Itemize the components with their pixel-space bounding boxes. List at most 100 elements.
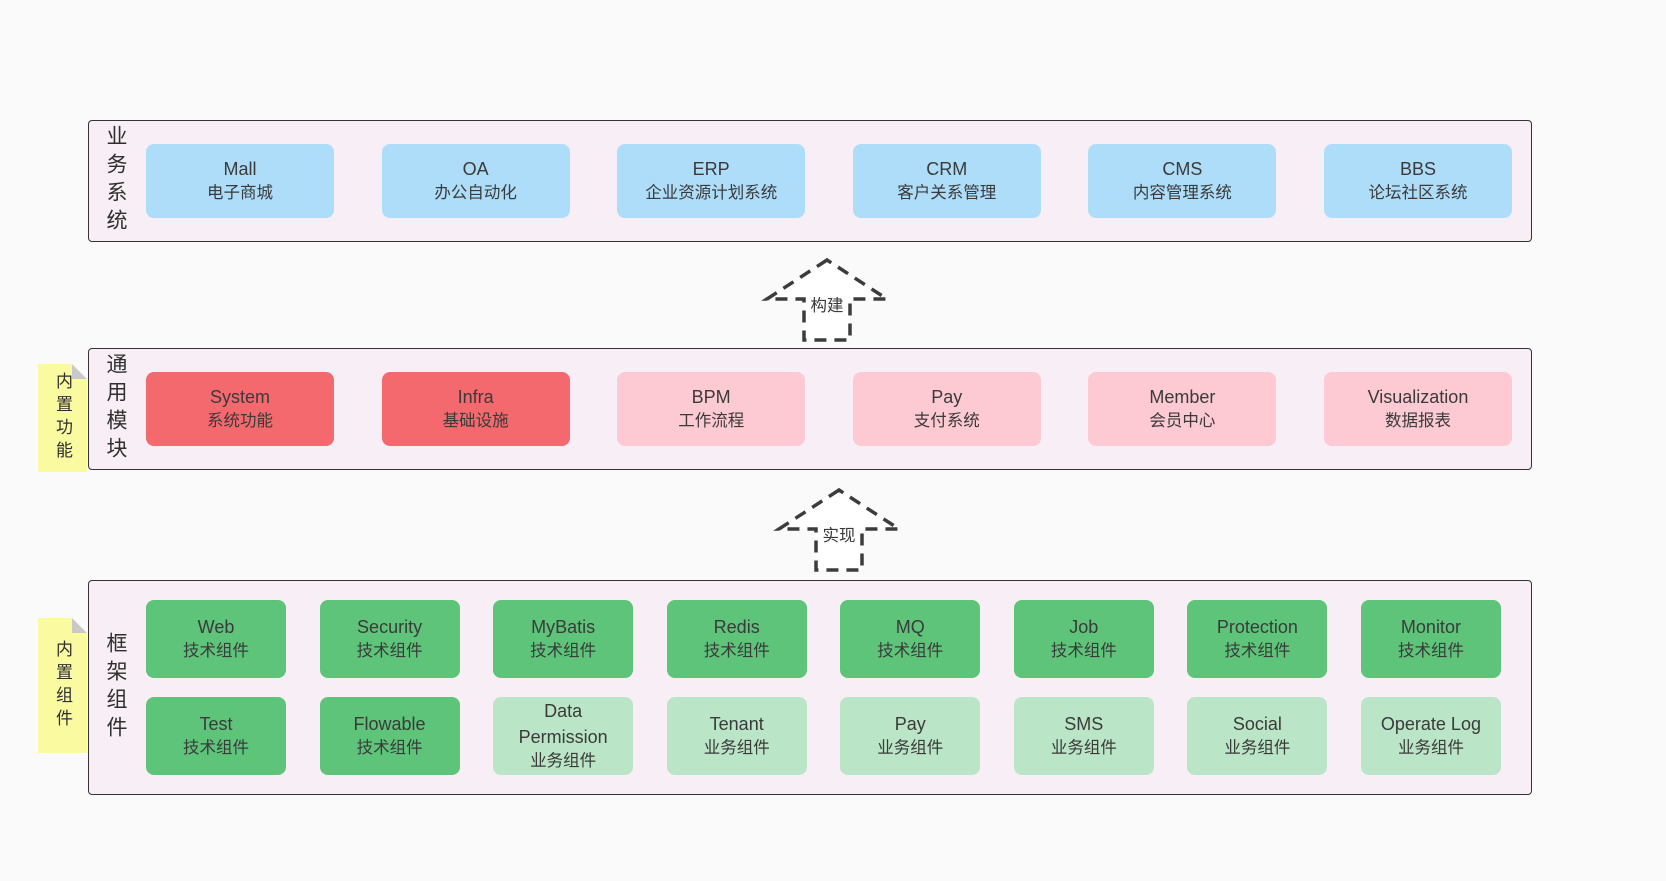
- box-subtitle: 论坛社区系统: [1368, 184, 1468, 203]
- box-subtitle: 电子商城: [207, 184, 273, 203]
- box-subtitle: 业务组件: [877, 739, 944, 758]
- box-subtitle: 工作流程: [678, 412, 745, 431]
- note-fold-corner: [72, 618, 87, 633]
- box-title: Visualization: [1367, 386, 1469, 407]
- box-subtitle: 技术组件: [1050, 642, 1117, 661]
- box-title: BPM: [691, 386, 731, 407]
- box-title: SMS: [1064, 713, 1104, 734]
- box-tenant: Tenant 业务组件: [666, 697, 807, 775]
- box-subtitle: 内容管理系统: [1132, 184, 1232, 203]
- box-subtitle: 技术组件: [530, 642, 597, 661]
- arrow-label: 构建: [807, 292, 847, 316]
- box-title: Member: [1149, 386, 1216, 407]
- dashed-up-arrow-implement: 实现: [770, 486, 908, 574]
- box-subtitle: 业务组件: [703, 739, 770, 758]
- box-title: Pay: [894, 713, 926, 734]
- box-subtitle: 技术组件: [1224, 642, 1291, 661]
- box-subtitle: 客户关系管理: [897, 184, 997, 203]
- components-row-2: Test 技术组件 Flowable 技术组件 Data Permission …: [146, 697, 1501, 775]
- box-sms: SMS 业务组件: [1013, 697, 1154, 775]
- box-crm: CRM 客户关系管理: [852, 144, 1041, 218]
- box-title: Web: [197, 616, 235, 637]
- box-mq: MQ 技术组件: [840, 600, 981, 678]
- box-title: ERP: [692, 158, 730, 179]
- business-boxes-row: Mall 电子商城 OA 办公自动化 ERP 企业资源计划系统 CRM 客户关系…: [141, 121, 1531, 241]
- box-visualization: Visualization 数据报表: [1323, 372, 1512, 446]
- section-label-components: 框架组件: [104, 631, 127, 744]
- section-framework-components: 框架组件 Web 技术组件 Security 技术组件 MyBatis 技术组件…: [88, 580, 1532, 795]
- section-business-systems: 业务系统 Mall 电子商城 OA 办公自动化 ERP 企业资源计划系统 CRM…: [88, 120, 1532, 242]
- arrow-label: 实现: [819, 522, 859, 546]
- box-title: Test: [199, 713, 233, 734]
- box-title: System: [209, 386, 270, 407]
- box-mall: Mall 电子商城: [146, 144, 334, 218]
- box-infra: Infra 基础设施: [381, 372, 570, 446]
- box-subtitle: 技术组件: [877, 642, 944, 661]
- box-subtitle: 技术组件: [356, 739, 423, 758]
- box-title: Social: [1232, 713, 1282, 734]
- box-title: Flowable: [353, 713, 426, 734]
- box-oa: OA 办公自动化: [381, 144, 570, 218]
- box-title: Pay: [931, 386, 963, 407]
- box-title: CRM: [926, 158, 968, 179]
- components-boxes-grid: Web 技术组件 Security 技术组件 MyBatis 技术组件 Redi…: [141, 581, 1531, 794]
- box-data-permission: Data Permission 业务组件: [493, 697, 634, 775]
- box-subtitle: 数据报表: [1384, 412, 1451, 431]
- box-erp: ERP 企业资源计划系统: [617, 144, 806, 218]
- box-member: Member 会员中心: [1088, 372, 1277, 446]
- box-title: Operate Log: [1380, 713, 1481, 734]
- box-operate-log: Operate Log 业务组件: [1360, 697, 1501, 775]
- box-title: Data Permission: [518, 700, 608, 748]
- box-subtitle: 业务组件: [1050, 739, 1117, 758]
- box-subtitle: 技术组件: [183, 642, 249, 661]
- box-job: Job 技术组件: [1013, 600, 1154, 678]
- dashed-up-arrow-build: 构建: [758, 256, 896, 344]
- box-subtitle: 技术组件: [1397, 642, 1464, 661]
- box-title: MyBatis: [531, 616, 596, 637]
- box-bbs: BBS 论坛社区系统: [1323, 144, 1512, 218]
- box-title: Redis: [713, 616, 760, 637]
- section-common-modules: 通用模块 System 系统功能 Infra 基础设施 BPM 工作流程 Pay…: [88, 348, 1532, 470]
- section-label-business: 业务系统: [104, 125, 127, 237]
- box-title: OA: [462, 158, 489, 179]
- box-subtitle: 业务组件: [1397, 739, 1464, 758]
- box-title: Monitor: [1400, 616, 1461, 637]
- sticky-note-builtin-features: 内置功能: [38, 364, 87, 472]
- note-text: 内置组件: [53, 639, 72, 732]
- box-subtitle: 基础设施: [442, 412, 509, 431]
- box-subtitle: 业务组件: [1224, 739, 1291, 758]
- box-subtitle: 办公自动化: [434, 184, 517, 203]
- box-title: Mall: [223, 158, 257, 179]
- box-title: CMS: [1162, 158, 1203, 179]
- box-pay-system: Pay 支付系统: [852, 372, 1041, 446]
- note-text: 内置功能: [53, 372, 72, 464]
- box-cms: CMS 内容管理系统: [1088, 144, 1277, 218]
- box-subtitle: 系统功能: [207, 412, 273, 431]
- box-subtitle: 会员中心: [1149, 412, 1216, 431]
- box-protection: Protection 技术组件: [1187, 600, 1328, 678]
- box-monitor: Monitor 技术组件: [1360, 600, 1501, 678]
- box-title: Security: [357, 616, 423, 637]
- box-subtitle: 技术组件: [356, 642, 423, 661]
- box-title: Infra: [457, 386, 494, 407]
- box-pay-component: Pay 业务组件: [840, 697, 981, 775]
- box-subtitle: 技术组件: [183, 739, 249, 758]
- box-subtitle: 技术组件: [703, 642, 770, 661]
- box-title: Tenant: [709, 713, 764, 734]
- box-system: System 系统功能: [146, 372, 334, 446]
- box-title: BBS: [1399, 158, 1436, 179]
- box-test: Test 技术组件: [146, 697, 286, 775]
- box-title: MQ: [895, 616, 925, 637]
- box-security: Security 技术组件: [319, 600, 460, 678]
- section-label-modules: 通用模块: [104, 353, 127, 465]
- box-bpm: BPM 工作流程: [617, 372, 806, 446]
- box-subtitle: 企业资源计划系统: [645, 184, 778, 203]
- sticky-note-builtin-components: 内置组件: [38, 618, 87, 753]
- box-subtitle: 支付系统: [913, 412, 980, 431]
- box-social: Social 业务组件: [1187, 697, 1328, 775]
- note-fold-corner: [72, 364, 87, 379]
- box-title: Protection: [1216, 616, 1298, 637]
- box-subtitle: 业务组件: [530, 752, 597, 771]
- box-flowable: Flowable 技术组件: [319, 697, 460, 775]
- box-mybatis: MyBatis 技术组件: [493, 600, 634, 678]
